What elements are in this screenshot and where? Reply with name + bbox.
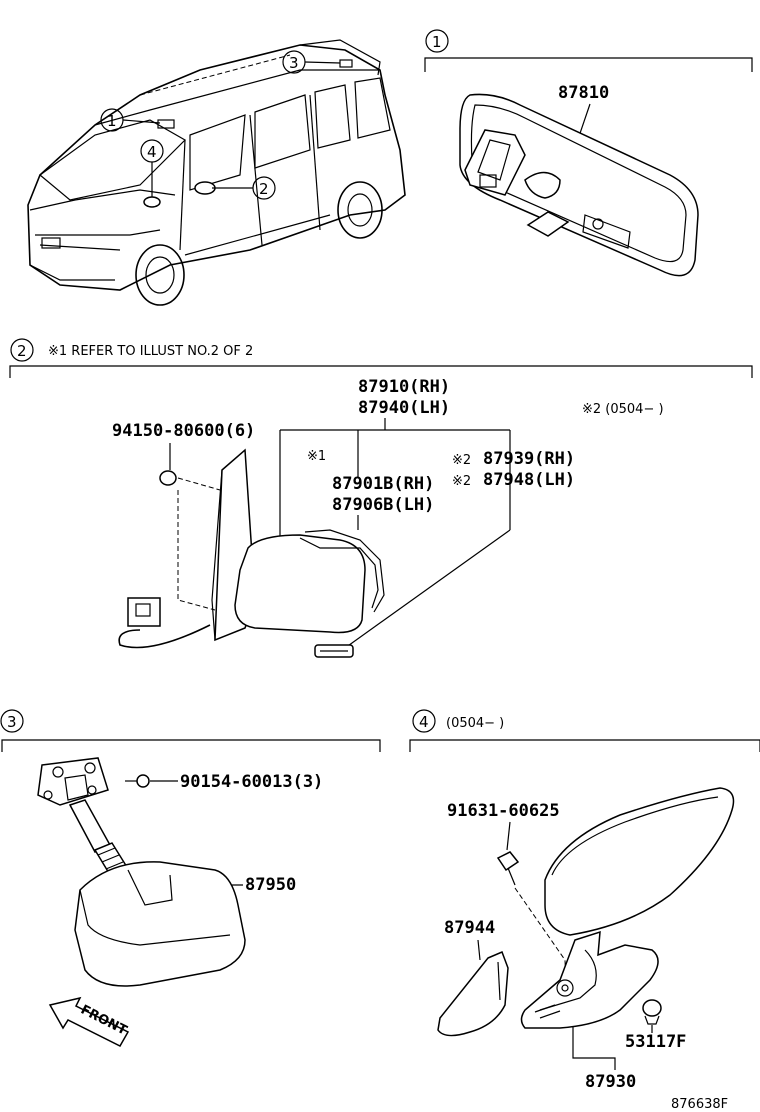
part-87939-rh: 87939(RH) [483, 449, 575, 469]
figure-id: 876638F [671, 1097, 728, 1112]
front-direction-arrow-icon: FRONT [48, 996, 129, 1047]
svg-text:※2: ※2 [452, 474, 471, 489]
section-1: 1 87810 [424, 29, 753, 277]
svg-text:1: 1 [432, 33, 442, 51]
callout-1: 1 [100, 108, 161, 132]
svg-text:1: 1 [107, 112, 117, 130]
section-2-applicability: ※2 (0504− ) [582, 402, 664, 417]
callout-3: 3 [282, 50, 341, 74]
part-87901b-rh: 87901B(RH) [332, 474, 434, 494]
part-90154-60013: 90154-60013(3) [180, 772, 323, 792]
svg-text:3: 3 [7, 713, 17, 731]
section-3: 3 90154-60013(3) 87950 [0, 709, 381, 1047]
section-4: 4 (0504− ) 91631-60625 87944 53117F 8793… [409, 709, 760, 1092]
inner-mirror-drawing [459, 93, 699, 277]
part-87950: 87950 [245, 875, 296, 895]
part-87948-lh: 87948(LH) [483, 470, 575, 490]
section-1-marker [425, 29, 449, 53]
section-2: 2 ※1 REFER TO ILLUST NO.2 OF 2 87910(RH)… [9, 338, 753, 658]
svg-text:2: 2 [259, 180, 269, 198]
part-87944: 87944 [444, 918, 495, 938]
svg-text:4: 4 [147, 143, 157, 161]
callout-2: 2 [212, 176, 276, 200]
section-3-marker [0, 709, 24, 733]
callout-4: 4 [140, 139, 164, 197]
part-53117f: 53117F [625, 1032, 686, 1052]
vehicle-overview-illustration [27, 39, 406, 306]
section-4-marker [412, 709, 436, 733]
svg-text:4: 4 [419, 713, 429, 731]
section-2-marker [10, 338, 34, 362]
svg-text:3: 3 [289, 54, 299, 72]
part-87940-lh: 87940(LH) [358, 398, 450, 418]
ref-mark-1: ※1 [307, 449, 326, 464]
part-91631-60625: 91631-60625 [447, 801, 560, 821]
section-2-note: ※1 REFER TO ILLUST NO.2 OF 2 [48, 344, 253, 359]
part-87910-rh: 87910(RH) [358, 377, 450, 397]
part-87930: 87930 [585, 1072, 636, 1092]
part-87906b-lh: 87906B(LH) [332, 495, 434, 515]
part-87810: 87810 [558, 83, 609, 103]
section-4-applicability: (0504− ) [446, 716, 504, 731]
part-94150-80600: 94150-80600(6) [112, 421, 255, 441]
spoiler-mirror-drawing [37, 757, 246, 987]
outer-mirror-drawing [118, 448, 385, 658]
fender-mirror-drawing [437, 787, 735, 1037]
svg-text:2: 2 [17, 342, 27, 360]
svg-text:※2: ※2 [452, 453, 471, 468]
